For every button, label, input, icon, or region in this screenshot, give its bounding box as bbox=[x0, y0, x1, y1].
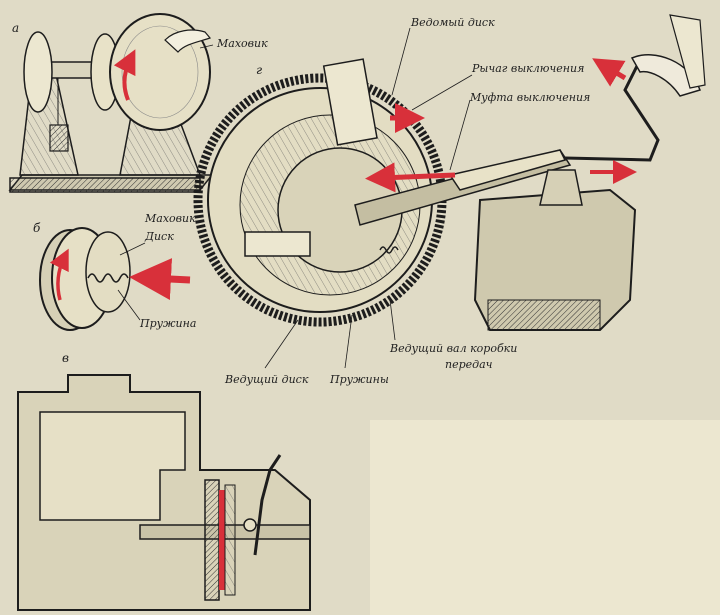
label-flywheel-b: Маховик bbox=[144, 212, 196, 225]
panel-letter-b: б bbox=[33, 221, 41, 235]
label-drive-disk: Ведущий диск bbox=[224, 373, 309, 386]
label-gearbox-shaft-line1: Ведущий вал коробки bbox=[389, 342, 517, 355]
leader-lines bbox=[117, 27, 473, 369]
panel-letter-g: г bbox=[256, 63, 262, 77]
panel-letter-a: а bbox=[12, 21, 19, 35]
panel-letter-v: в bbox=[62, 351, 69, 365]
label-driven-disk: Ведомый диск bbox=[410, 16, 495, 29]
panel-b-disk-model bbox=[39, 227, 191, 331]
label-disk-b: Диск bbox=[144, 230, 174, 243]
label-release-clutch: Муфта выключения bbox=[469, 91, 590, 104]
label-gearbox-shaft-line2: передач bbox=[445, 358, 493, 371]
label-springs: Пружины bbox=[329, 373, 389, 386]
panel-v-cross-section bbox=[17, 374, 311, 611]
label-release-lever: Рычаг выключения bbox=[471, 62, 584, 75]
panel-a-flywheel-model bbox=[8, 13, 214, 193]
label-flywheel-a: Маховик bbox=[216, 37, 268, 50]
panel-g-clutch-assembly bbox=[193, 14, 706, 331]
label-spring-b: Пружина bbox=[139, 317, 196, 330]
blank-area bbox=[370, 420, 720, 615]
